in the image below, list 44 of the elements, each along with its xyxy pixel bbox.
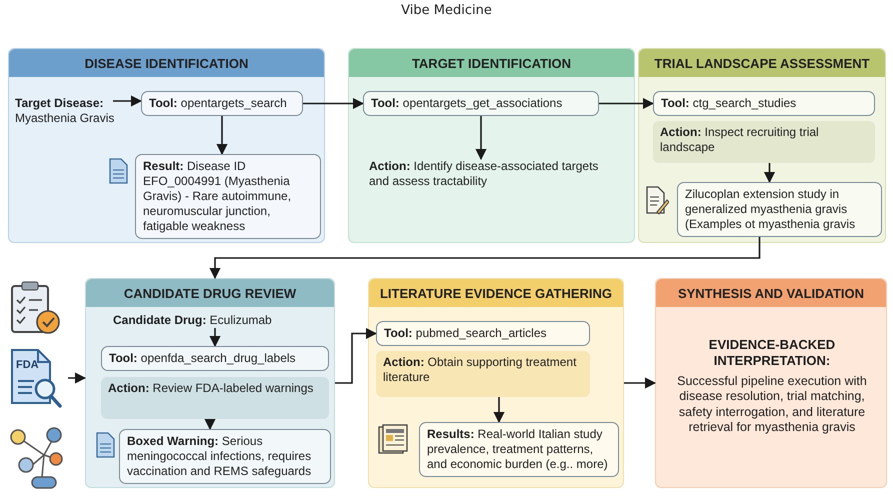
arrow <box>209 237 760 280</box>
diagram-title: Vibe Medicine <box>400 3 493 18</box>
icon-text: FDA <box>16 359 39 371</box>
node-text: Candidate Drug: Eculizumab <box>113 313 313 328</box>
arrow <box>624 377 656 389</box>
action-box: Action: Review FDA-labeled warnings <box>101 377 329 419</box>
arrow <box>335 328 378 384</box>
arrow <box>113 95 142 107</box>
arrow <box>303 98 364 110</box>
panel-header: DISEASE IDENTIFICATION <box>9 49 324 77</box>
panel-card <box>655 278 887 488</box>
panel-card <box>638 48 886 243</box>
panel-header: LITERATURE EVIDENCE GATHERING <box>369 279 623 307</box>
panel-card <box>85 278 335 488</box>
tool-box: Tool: opentargets_get_associations <box>363 91 599 116</box>
node-text: Action: Identify disease-associated targets and assess tractability <box>369 159 599 189</box>
heading-text: EVIDENCE-BACKED INTERPRETATION: <box>708 337 836 370</box>
result-box: Boxed Warning: Serious meningococcal infections, requires vaccination and REMS safeguards <box>119 429 331 484</box>
tool-box: Tool: ctg_search_studies <box>653 91 875 116</box>
node-text: Target Disease: Myasthenia Gravis <box>15 96 123 126</box>
panel-header: TARGET IDENTIFICATION <box>349 49 634 77</box>
panel-header: TRIAL LANDSCAPE ASSESSMENT <box>639 49 885 77</box>
panel-card <box>368 278 624 488</box>
arrow <box>764 163 776 184</box>
arrow <box>599 98 654 110</box>
arrow <box>68 372 86 384</box>
result-box: Result: Disease ID EFO_0004991 (Myasthenia Gravis) - Rare autoimmune, neuromuscular junction, fatigable weakness <box>135 154 321 239</box>
body-text: Successful pipeline execution with disease resolution, trial matching, safety interrogation, and literature retrieval for myasthenia gravis <box>676 374 868 436</box>
tool-box: Tool: pubmed_search_articles <box>376 321 590 346</box>
action-box: Action: Inspect recruiting trial landscape <box>653 121 875 163</box>
panel-card <box>348 48 635 243</box>
arrow <box>475 116 487 160</box>
action-box: Action: Obtain supporting treatment literature <box>376 351 590 397</box>
arrow <box>209 328 221 348</box>
tool-box: Tool: opentargets_search <box>141 91 303 116</box>
arrow <box>216 116 228 156</box>
panel-header: CANDIDATE DRUG REVIEW <box>86 279 334 307</box>
result-box: Zilucoplan extension study in generalized myasthenia gravis (Examples ot myasthenia gravis <box>677 182 882 237</box>
panel-header: SYNTHESIS AND VALIDATION <box>656 279 886 307</box>
tool-box: Tool: openfda_search_drug_labels <box>101 346 329 371</box>
result-box: Results: Real-world Italian study prevalence, treatment patterns, and economic burden (e.g.. more) <box>419 422 619 477</box>
arrow <box>493 397 505 424</box>
arrow <box>204 418 216 430</box>
panel-card <box>8 48 325 243</box>
